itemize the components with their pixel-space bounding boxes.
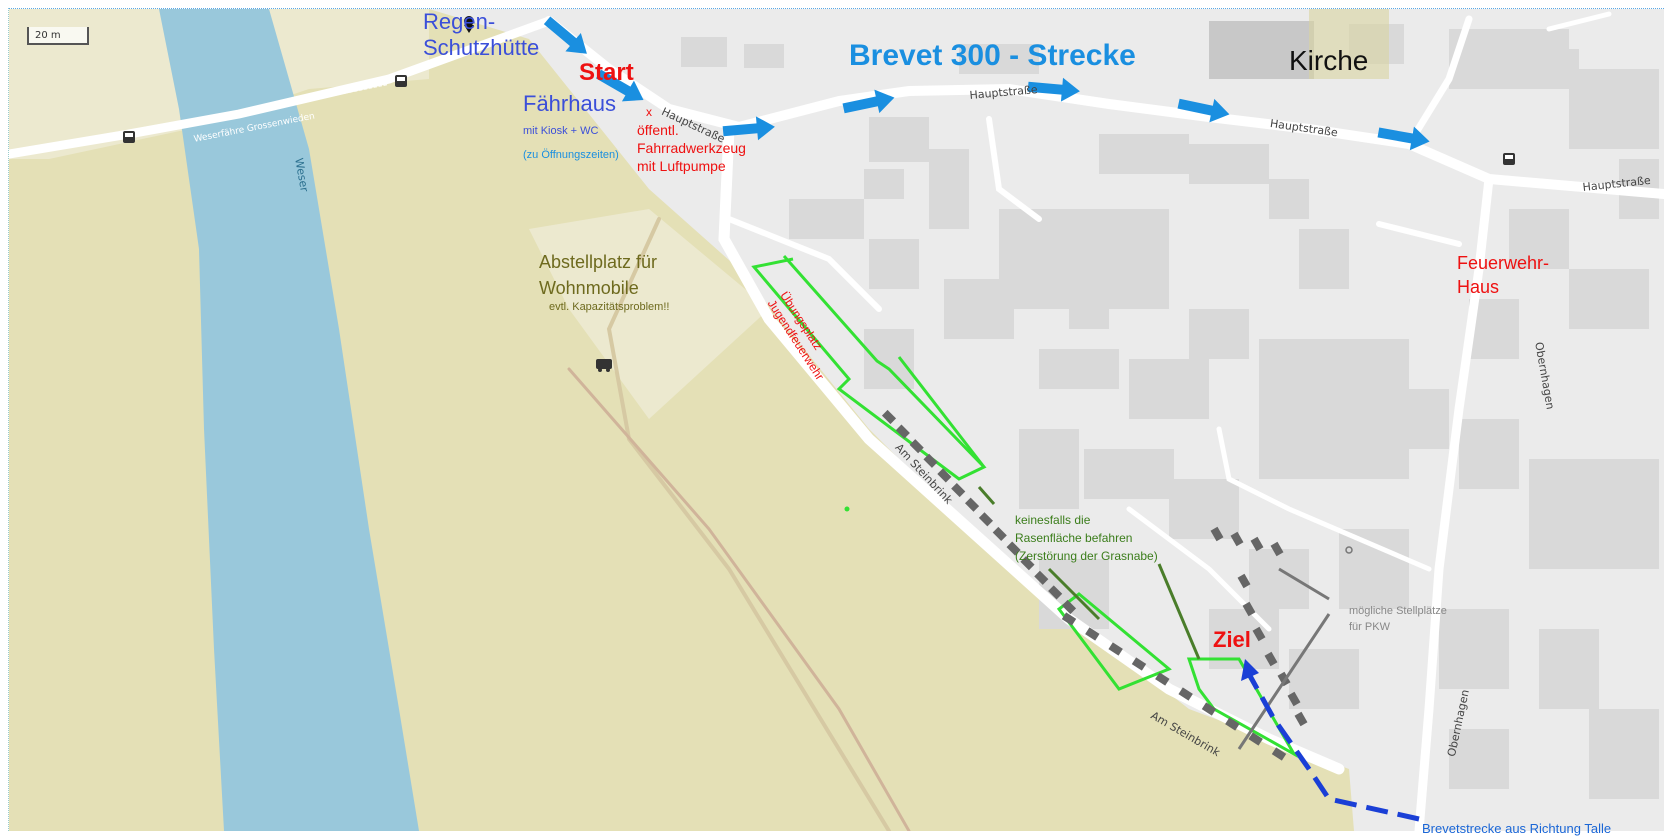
bus-stop-icon xyxy=(395,75,407,87)
tool-line-2: Fahrradwerkzeug xyxy=(637,139,746,157)
parking-note-line-1: mögliche Stellplätze xyxy=(1349,603,1447,619)
faehrhaus-info: mit Kiosk + WC xyxy=(523,125,598,137)
start-label: Start xyxy=(579,59,634,87)
feuerwehr-line-2: Haus xyxy=(1457,275,1549,299)
tool-line-3: mit Luftpumpe xyxy=(637,157,746,175)
parking-note: mögliche Stellplätze für PKW xyxy=(1349,603,1447,635)
lawn-warning-line-2: Rasenfläche befahren xyxy=(1015,529,1158,547)
faehrhaus-hours: (zu Öffnungszeiten) xyxy=(523,149,619,161)
map-view[interactable]: 20 m Brevet 300 - Strecke Regen- Schutzh… xyxy=(8,8,1664,831)
route-from-talle-link[interactable]: Brevetstrecke aus Richtung Talle xyxy=(1422,821,1611,836)
faehrhaus-label: Fährhaus xyxy=(523,91,616,117)
bus-stop-icon xyxy=(123,131,135,143)
point-marker xyxy=(845,507,850,512)
feuerwehr-label: Feuerwehr- Haus xyxy=(1457,251,1549,299)
abstellplatz-line-1: Abstellplatz für xyxy=(539,249,657,275)
route-title: Brevet 300 - Strecke xyxy=(849,39,1136,73)
abstellplatz-line-2: Wohnmobile xyxy=(539,275,657,301)
regen-line-2: Schutzhütte xyxy=(423,35,539,61)
lawn-warning-line-1: keinesfalls die xyxy=(1015,511,1158,529)
regen-line-1: Regen- xyxy=(423,9,539,35)
abstellplatz-note: evtl. Kapazitätsproblem!! xyxy=(549,301,669,313)
lawn-warning-line-3: (Zerstörung der Grasnabe) xyxy=(1015,547,1158,565)
regen-schutzhuette-label: Regen- Schutzhütte xyxy=(423,9,539,61)
tool-station-marker: x xyxy=(646,105,652,119)
kirche-label: Kirche xyxy=(1289,45,1368,77)
feuerwehr-line-1: Feuerwehr- xyxy=(1457,251,1549,275)
abstellplatz-label: Abstellplatz für Wohnmobile xyxy=(539,249,657,301)
lawn-warning: keinesfalls die Rasenfläche befahren (Ze… xyxy=(1015,511,1158,565)
bus-stop-icon xyxy=(1503,153,1515,165)
parking-note-line-2: für PKW xyxy=(1349,619,1447,635)
map-scale: 20 m xyxy=(27,27,89,45)
ziel-label: Ziel xyxy=(1213,627,1251,653)
